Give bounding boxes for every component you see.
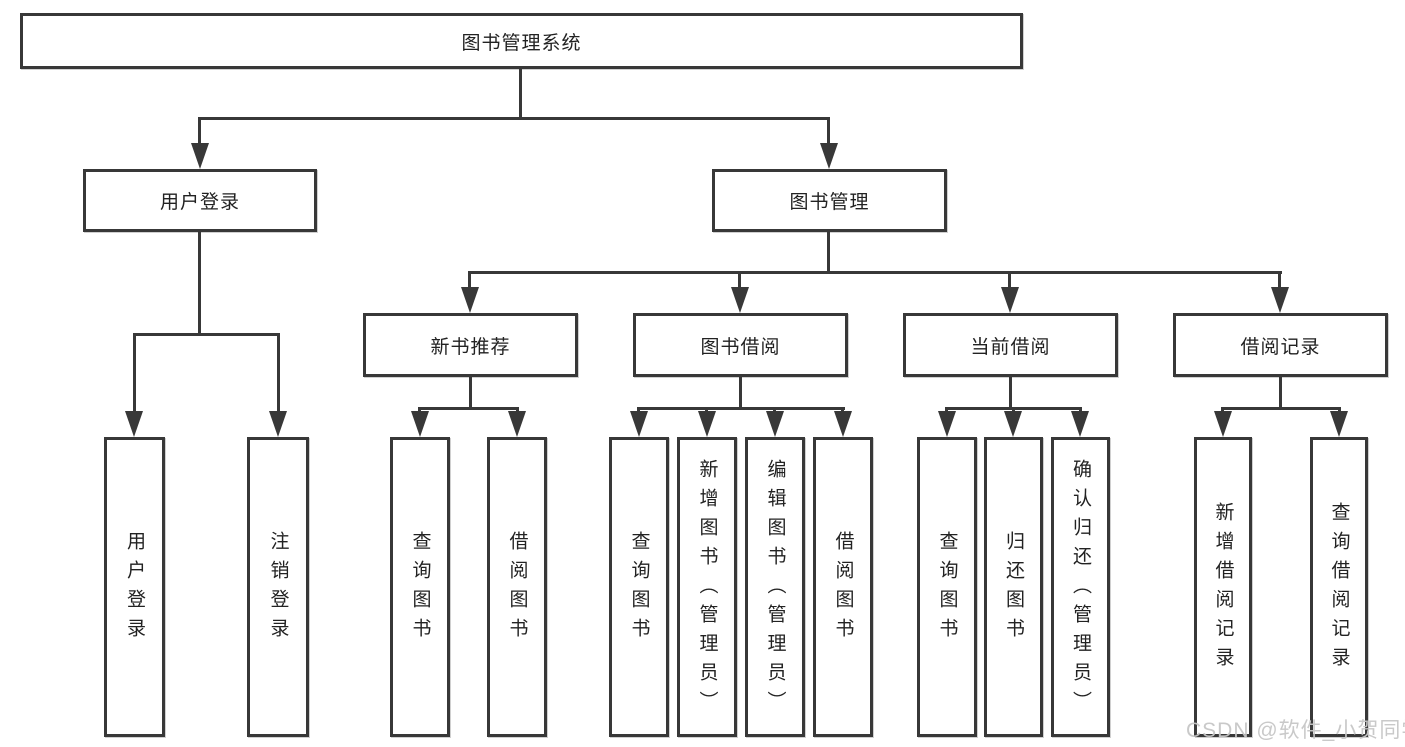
leaf-add-book-admin: 新增图书（管理员）	[677, 437, 737, 737]
leaf-query-books: 查询图书	[390, 437, 450, 737]
arrowhead-down-icon	[820, 143, 838, 169]
connector-hline	[637, 407, 845, 410]
node-book-borrowing: 图书借阅	[633, 313, 848, 377]
connector-vline	[519, 67, 522, 119]
leaf-confirm-return-admin: 确认归还（管理员）	[1051, 437, 1110, 737]
connector-vline	[198, 117, 201, 147]
arrowhead-down-icon	[698, 411, 716, 437]
leaf-user-login: 用户登录	[104, 437, 165, 737]
node-new-book-recommend: 新书推荐	[363, 313, 578, 377]
node-current-borrowing: 当前借阅	[903, 313, 1118, 377]
arrowhead-down-icon	[1330, 411, 1348, 437]
arrowhead-down-icon	[411, 411, 429, 437]
leaf-borrow-books: 借阅图书	[487, 437, 547, 737]
arrowhead-down-icon	[630, 411, 648, 437]
arrowhead-down-icon	[1004, 411, 1022, 437]
arrowhead-down-icon	[1071, 411, 1089, 437]
connector-vline	[133, 333, 136, 414]
arrowhead-down-icon	[766, 411, 784, 437]
connector-vline	[469, 377, 472, 410]
leaf-query-books: 查询图书	[917, 437, 977, 737]
arrowhead-down-icon	[1214, 411, 1232, 437]
node-root: 图书管理系统	[20, 13, 1023, 69]
connector-vline	[1278, 271, 1281, 291]
connector-vline	[1009, 377, 1012, 410]
connector-hline	[418, 407, 519, 410]
leaf-add-borrow-record: 新增借阅记录	[1194, 437, 1252, 737]
arrowhead-down-icon	[834, 411, 852, 437]
arrowhead-down-icon	[1001, 287, 1019, 313]
connector-vline	[1279, 377, 1282, 410]
connector-hline	[468, 271, 1282, 274]
connector-vline	[1008, 271, 1011, 291]
arrowhead-down-icon	[191, 143, 209, 169]
connector-vline	[277, 333, 280, 414]
node-user-login: 用户登录	[83, 169, 317, 232]
arrowhead-down-icon	[508, 411, 526, 437]
connector-vline	[739, 377, 742, 410]
arrowhead-down-icon	[731, 287, 749, 313]
connector-vline	[738, 271, 741, 291]
leaf-edit-book-admin: 编辑图书（管理员）	[745, 437, 805, 737]
node-borrow-records: 借阅记录	[1173, 313, 1388, 377]
leaf-query-books: 查询图书	[609, 437, 669, 737]
connector-vline	[198, 232, 201, 336]
arrowhead-down-icon	[461, 287, 479, 313]
arrowhead-down-icon	[938, 411, 956, 437]
node-book-management: 图书管理	[712, 169, 947, 232]
leaf-return-books: 归还图书	[984, 437, 1043, 737]
connector-hline	[198, 117, 830, 120]
leaf-borrow-books: 借阅图书	[813, 437, 873, 737]
leaf-logout: 注销登录	[247, 437, 309, 737]
connector-vline	[827, 232, 830, 274]
connector-vline	[827, 117, 830, 147]
leaf-query-borrow-record: 查询借阅记录	[1310, 437, 1368, 737]
connector-hline	[133, 333, 280, 336]
arrowhead-down-icon	[269, 411, 287, 437]
arrowhead-down-icon	[1271, 287, 1289, 313]
csdn-watermark: CSDN @软件_小贺同学	[1186, 719, 1405, 742]
connector-vline	[468, 271, 471, 291]
arrowhead-down-icon	[125, 411, 143, 437]
connector-hline	[1221, 407, 1341, 410]
